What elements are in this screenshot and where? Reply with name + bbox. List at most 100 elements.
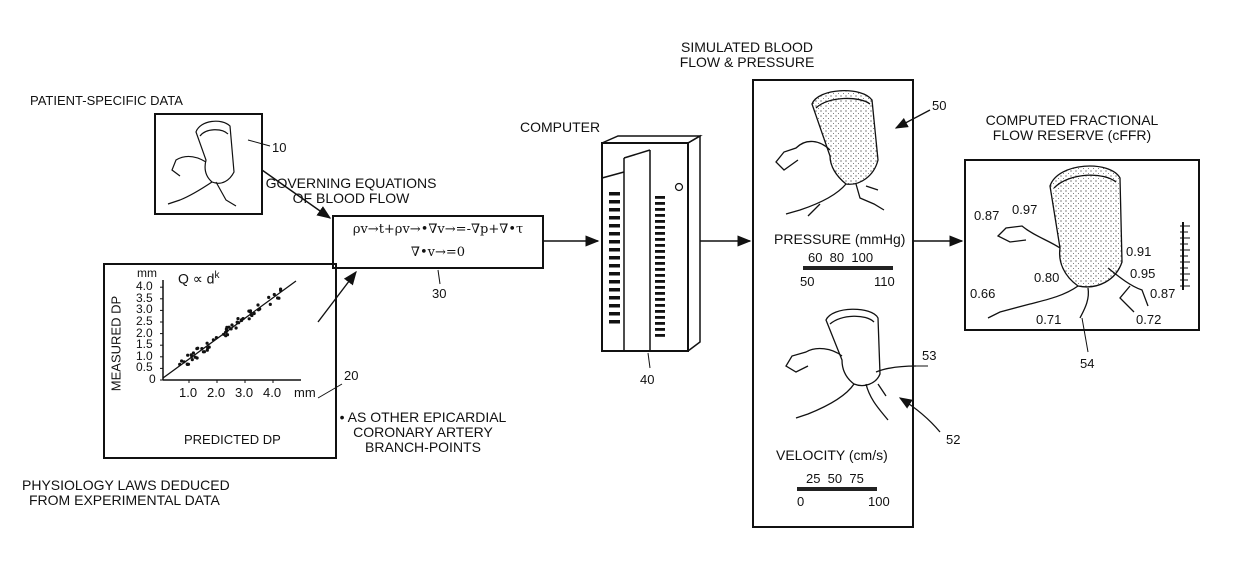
- equation-line-2: ∇•v→=0: [340, 245, 536, 260]
- pressure-scale-top: 60 80 100: [808, 250, 873, 265]
- scatter-point: [240, 319, 243, 322]
- note-line-1: • AS OTHER EPICARDIAL: [338, 410, 508, 425]
- ref-20: 20: [344, 368, 358, 383]
- vent-slot: [609, 208, 620, 212]
- vent-slot: [609, 256, 620, 260]
- vent-slot: [609, 224, 620, 228]
- vent-slot: [655, 316, 665, 319]
- leader-10: [248, 140, 270, 146]
- simulation-line-1: SIMULATED BLOOD: [672, 40, 822, 55]
- scatter-point: [202, 350, 205, 353]
- scatter-point: [195, 347, 198, 350]
- branch-points-note: • AS OTHER EPICARDIAL CORONARY ARTERY BR…: [338, 410, 508, 455]
- scatter-point: [253, 312, 256, 315]
- cffr-heart-sketch: [988, 166, 1148, 318]
- vent-slot: [609, 272, 620, 276]
- governing-equations-line-2: OF BLOOD FLOW: [256, 191, 446, 206]
- leader-40: [648, 353, 650, 368]
- scatter-point: [225, 329, 228, 332]
- ffr-value: 0.87: [974, 208, 999, 223]
- scatter-point: [230, 323, 233, 326]
- plot-law-text: Q ∝ d: [178, 271, 214, 287]
- ffr-value: 0.66: [970, 286, 995, 301]
- scatter-point: [212, 338, 215, 341]
- vent-slot: [655, 208, 665, 211]
- governing-equations-line-1: GOVERNING EQUATIONS: [256, 176, 446, 191]
- vent-slot: [655, 196, 665, 199]
- simulation-label: SIMULATED BLOOD FLOW & PRESSURE: [672, 40, 822, 70]
- scatter-point: [206, 349, 209, 352]
- scatter-point: [178, 363, 181, 366]
- scatter-point: [215, 336, 218, 339]
- vent-slot: [609, 216, 620, 220]
- pressure-scale-max: 110: [874, 274, 895, 289]
- vent-slot: [655, 268, 665, 271]
- plot-x-tick-label: 1.0: [179, 385, 197, 400]
- velocity-heart-sketch: [786, 309, 916, 420]
- fit-line: [163, 281, 296, 378]
- scatter-point: [279, 289, 282, 292]
- scatter-point: [267, 296, 270, 299]
- vent-slot: [655, 280, 665, 283]
- vent-slot: [609, 280, 620, 284]
- scatter-point: [194, 356, 197, 359]
- vent-slot: [609, 304, 620, 308]
- patient-data-box: [155, 114, 262, 214]
- ref-54: 54: [1080, 356, 1094, 371]
- scatter-point: [248, 317, 251, 320]
- plot-y-label: MEASURED Dp: [109, 294, 124, 394]
- cffr-label: COMPUTED FRACTIONAL FLOW RESERVE (cFFR): [974, 113, 1170, 143]
- pressure-title: PRESSURE (mmHg): [774, 232, 905, 247]
- scatter-point: [276, 296, 279, 299]
- pressure-scale-bar: [803, 266, 893, 270]
- vent-slot: [609, 240, 620, 244]
- scatter-point: [180, 359, 183, 362]
- scatter-point: [235, 326, 238, 329]
- leader-20: [318, 384, 342, 398]
- vent-slot: [655, 334, 665, 337]
- velocity-scale-min: 0: [797, 494, 804, 509]
- ref-50: 50: [932, 98, 946, 113]
- vent-slot: [609, 312, 620, 316]
- vent-slot: [655, 232, 665, 235]
- vent-slot: [609, 200, 620, 204]
- vent-slot: [609, 192, 620, 196]
- scatter-point: [186, 354, 189, 357]
- scatter-point: [191, 358, 194, 361]
- velocity-scale-max: 100: [868, 494, 890, 509]
- scatter-point: [226, 333, 229, 336]
- vent-slot: [655, 202, 665, 205]
- note-line-3: BRANCH-POINTS: [338, 440, 508, 455]
- vent-slot: [655, 250, 665, 253]
- vent-slot: [655, 328, 665, 331]
- ffr-value: 0.95: [1130, 266, 1155, 281]
- vent-slot: [655, 322, 665, 325]
- vent-slot: [655, 220, 665, 223]
- scatter-point: [249, 310, 252, 313]
- vent-slot: [609, 232, 620, 236]
- cffr-colorbar: [1180, 222, 1190, 290]
- scatter-point: [273, 293, 276, 296]
- plot-x-label: PREDICTED Dp: [184, 432, 281, 447]
- vent-slot: [655, 244, 665, 247]
- cffr-line-1: COMPUTED FRACTIONAL: [974, 113, 1170, 128]
- vent-slot: [655, 214, 665, 217]
- velocity-scale-top: 25 50 75: [806, 471, 864, 486]
- scatter-point: [236, 321, 239, 324]
- ffr-value: 0.71: [1036, 312, 1061, 327]
- vent-slot: [655, 238, 665, 241]
- scatter-point: [236, 317, 239, 320]
- plot-x-tick-label: 3.0: [235, 385, 253, 400]
- ref-40: 40: [640, 372, 654, 387]
- physiology-line-2: FROM EXPERIMENTAL DATA: [22, 493, 230, 508]
- scatter-point: [192, 351, 195, 354]
- pressure-scale-min: 50: [800, 274, 814, 289]
- vent-slot: [655, 298, 665, 301]
- vent-slot: [655, 226, 665, 229]
- ref-10: 10: [272, 140, 286, 155]
- plot-x-unit: mm: [294, 385, 316, 400]
- ffr-value: 0.80: [1034, 270, 1059, 285]
- cffr-line-2: FLOW RESERVE (cFFR): [974, 128, 1170, 143]
- ref-30: 30: [432, 286, 446, 301]
- ffr-value: 0.91: [1126, 244, 1151, 259]
